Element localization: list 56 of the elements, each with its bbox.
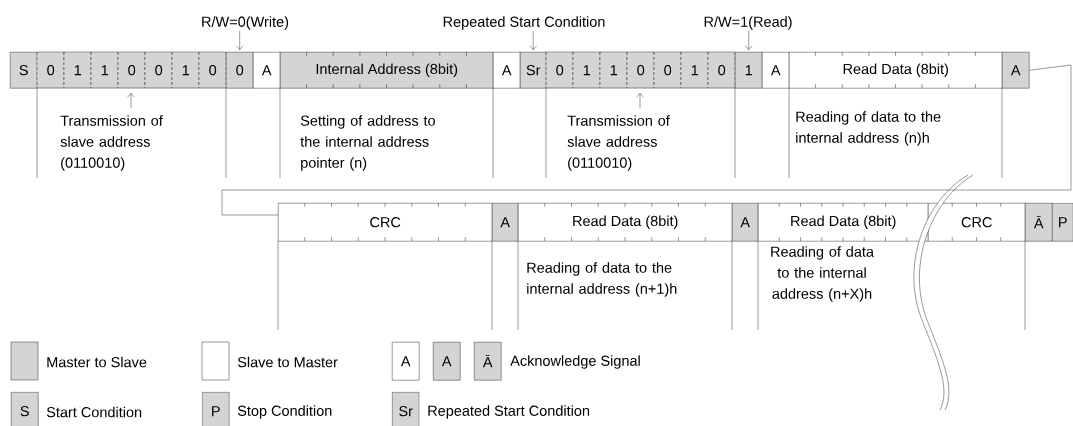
data-field: Read Data (8bit) [518, 202, 733, 242]
legend-sample-box: P [202, 392, 230, 426]
legend-text: Slave to Master [237, 356, 338, 368]
bit-cell: 1 [735, 52, 763, 89]
ack-cell: A [762, 52, 790, 89]
legend-text: Master to Slave [47, 356, 147, 368]
annotation-text: R/W=0(Write) [202, 16, 289, 30]
ack-cell: A [253, 52, 281, 89]
bit-cell: 0 [545, 51, 574, 89]
bit-cell: 0 [144, 51, 173, 89]
arrow [745, 30, 753, 50]
bit-cell: 0 [117, 51, 146, 89]
bit-cell: 0 [626, 51, 655, 89]
start-cell: S [10, 52, 38, 89]
nack-cell: Ā [1025, 203, 1053, 242]
data-field: CRC [928, 202, 1026, 242]
repeated-start-cell: Sr [520, 52, 547, 89]
bit-cell: 0 [198, 51, 227, 89]
description-text: Transmission of slave address (0110010) [60, 115, 163, 171]
annotation-text: R/W=1(Read) [704, 16, 792, 30]
bit-cell: 0 [226, 52, 254, 89]
description-text: Reading of data to the internal address (n)h [796, 111, 941, 146]
legend-text: Stop Condition [237, 405, 332, 419]
legend-sample-box: A [433, 342, 461, 381]
description-text: Transmission of slave address (0110010) [567, 115, 670, 171]
data-field: Internal Address (8bit) [280, 51, 494, 89]
legend-text: Start Condition [46, 406, 142, 418]
bit-cell: 1 [572, 51, 601, 89]
ack-cell: A [493, 52, 521, 89]
bit-cell: 1 [599, 51, 628, 89]
legend-text: Acknowledge Signal [510, 355, 640, 369]
arrow [236, 30, 244, 50]
bit-cell: 1 [63, 51, 92, 89]
legend-sample-box: Sr [392, 392, 420, 426]
ack-cell: A [1002, 52, 1030, 89]
stop-cell: P [1052, 203, 1073, 242]
legend-sample-box: Ā [474, 342, 502, 381]
annotation-text: Repeated Start Condition [443, 16, 605, 30]
bit-cell: 1 [680, 51, 709, 89]
legend-text: Repeated Start Condition [428, 405, 590, 419]
arrow [529, 30, 537, 50]
bit-cell: 1 [90, 51, 119, 89]
ack-cell: A [732, 203, 759, 242]
bit-cell: 0 [653, 51, 682, 89]
description-text: Reading of data to the internal address (n+X)h [771, 246, 874, 302]
bit-cell: 0 [707, 51, 736, 89]
ack-cell: A [492, 203, 519, 242]
data-field: Read Data (8bit) [758, 202, 929, 242]
bit-cell: 1 [171, 51, 200, 89]
legend-sample-box: S [11, 392, 39, 426]
continuation-line [221, 64, 1072, 216]
bit-cell: 0 [36, 51, 65, 89]
legend-sample-box: A [392, 342, 420, 381]
description-text: Reading of data to the internal address (n+1)h [527, 262, 677, 297]
description-text: Setting of address to the internal address pointer (n) [300, 115, 435, 171]
data-field: CRC [278, 202, 493, 242]
